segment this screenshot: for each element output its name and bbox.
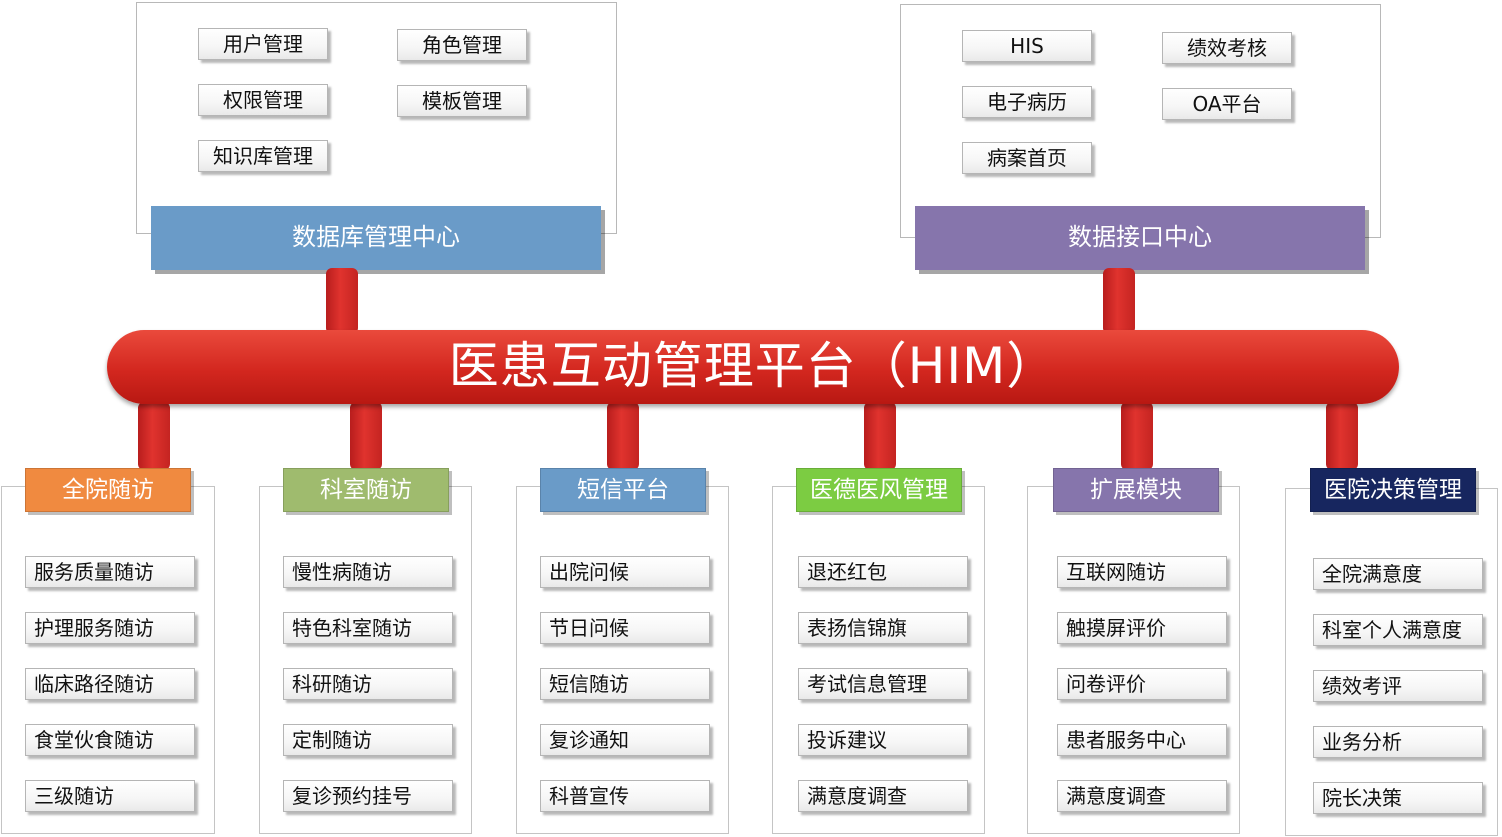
module-header-3[interactable]: 短信平台: [540, 468, 706, 512]
module-frame-1: [1, 486, 215, 834]
module-2-item-3[interactable]: 科研随访: [283, 668, 453, 700]
connector-module-2: [350, 402, 382, 470]
module-4-item-2[interactable]: 表扬信锦旗: [798, 612, 968, 644]
module-3-item-3[interactable]: 短信随访: [540, 668, 710, 700]
module-1-item-4[interactable]: 食堂伙食随访: [25, 724, 195, 756]
module-6-item-3[interactable]: 绩效考评: [1313, 670, 1483, 702]
module-5-item-4[interactable]: 患者服务中心: [1057, 724, 1227, 756]
module-5-item-2[interactable]: 触摸屏评价: [1057, 612, 1227, 644]
db-item-role-management[interactable]: 角色管理: [397, 29, 527, 61]
module-6-item-5[interactable]: 院长决策: [1313, 782, 1483, 814]
module-5-item-1[interactable]: 互联网随访: [1057, 556, 1227, 588]
connector-module-5: [1121, 402, 1153, 470]
db-center-hub: 数据库管理中心: [151, 206, 601, 270]
connector-module-4: [864, 402, 896, 470]
module-5-item-5[interactable]: 满意度调查: [1057, 780, 1227, 812]
module-4-item-5[interactable]: 满意度调查: [798, 780, 968, 812]
module-3-item-4[interactable]: 复诊通知: [540, 724, 710, 756]
module-2-item-2[interactable]: 特色科室随访: [283, 612, 453, 644]
module-6-item-1[interactable]: 全院满意度: [1313, 558, 1483, 590]
interface-item-his[interactable]: HIS: [962, 30, 1092, 62]
module-4-item-3[interactable]: 考试信息管理: [798, 668, 968, 700]
db-item-user-management[interactable]: 用户管理: [198, 28, 328, 60]
module-1-item-3[interactable]: 临床路径随访: [25, 668, 195, 700]
connector-module-3: [607, 402, 639, 470]
db-item-permission-management[interactable]: 权限管理: [198, 84, 328, 116]
module-3-item-2[interactable]: 节日问候: [540, 612, 710, 644]
module-header-4[interactable]: 医德医风管理: [796, 468, 962, 512]
module-2-item-4[interactable]: 定制随访: [283, 724, 453, 756]
connector-db-center: [326, 268, 358, 334]
module-header-2[interactable]: 科室随访: [283, 468, 449, 512]
module-6-item-4[interactable]: 业务分析: [1313, 726, 1483, 758]
module-1-item-5[interactable]: 三级随访: [25, 780, 195, 812]
interface-center-hub: 数据接口中心: [915, 206, 1365, 270]
module-4-item-1[interactable]: 退还红包: [798, 556, 968, 588]
module-frame-4: [772, 486, 985, 834]
interface-item-oa[interactable]: OA平台: [1162, 88, 1292, 120]
platform-main-bar: 医患互动管理平台（HIM）: [107, 330, 1399, 404]
module-frame-6: [1285, 488, 1498, 836]
interface-item-medical-record-front[interactable]: 病案首页: [962, 142, 1092, 174]
db-item-knowledge-base-management[interactable]: 知识库管理: [198, 140, 328, 172]
module-header-1[interactable]: 全院随访: [25, 468, 191, 512]
module-2-item-1[interactable]: 慢性病随访: [283, 556, 453, 588]
connector-module-6: [1326, 402, 1358, 470]
module-1-item-2[interactable]: 护理服务随访: [25, 612, 195, 644]
module-3-item-5[interactable]: 科普宣传: [540, 780, 710, 812]
module-frame-3: [516, 486, 729, 834]
module-1-item-1[interactable]: 服务质量随访: [25, 556, 195, 588]
db-item-template-management[interactable]: 模板管理: [397, 85, 527, 117]
module-3-item-1[interactable]: 出院问候: [540, 556, 710, 588]
module-4-item-4[interactable]: 投诉建议: [798, 724, 968, 756]
interface-item-emr[interactable]: 电子病历: [962, 86, 1092, 118]
connector-interface-center: [1103, 268, 1135, 334]
module-5-item-3[interactable]: 问卷评价: [1057, 668, 1227, 700]
module-header-6[interactable]: 医院决策管理: [1310, 468, 1476, 512]
module-6-item-2[interactable]: 科室个人满意度: [1313, 614, 1483, 646]
connector-module-1: [138, 402, 170, 470]
interface-item-performance[interactable]: 绩效考核: [1162, 32, 1292, 64]
module-2-item-5[interactable]: 复诊预约挂号: [283, 780, 453, 812]
module-header-5[interactable]: 扩展模块: [1053, 468, 1219, 512]
